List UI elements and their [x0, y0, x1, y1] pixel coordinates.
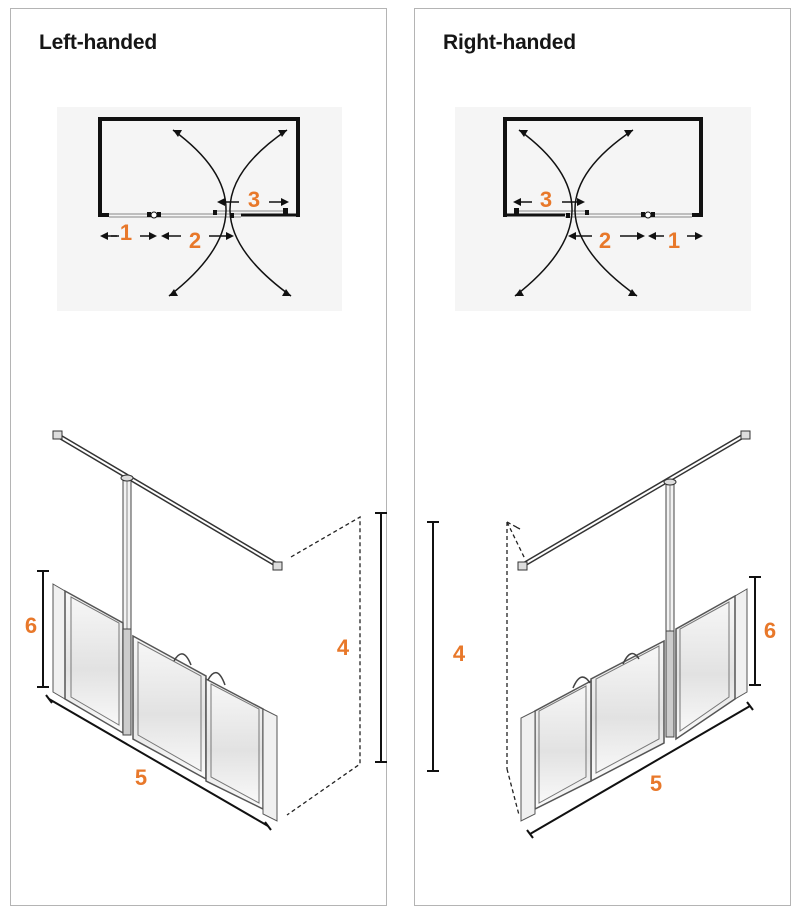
- dimension-label-1: 1: [668, 228, 680, 253]
- dimension-label-6: 6: [25, 613, 37, 638]
- swing-arc-icon: [574, 129, 638, 297]
- dimension-label-2: 2: [189, 228, 201, 253]
- dimension-label-2: 2: [599, 228, 611, 253]
- left-handed-panel: Left-handed: [10, 8, 387, 906]
- panel-title: Left-handed: [39, 31, 157, 54]
- swing-arc-icon: [229, 129, 292, 297]
- dimension-label-4: 4: [337, 635, 350, 660]
- panel-title: Right-handed: [443, 31, 576, 54]
- isometric-view: 4 6 5: [427, 430, 776, 839]
- right-handed-panel: Right-handed: [414, 8, 791, 906]
- dimension-label-3: 3: [248, 187, 260, 212]
- plan-view: 3 2 1: [455, 107, 751, 311]
- dimension-label-3: 3: [540, 187, 552, 212]
- dimension-label-5: 5: [135, 765, 147, 790]
- dimension-label-5: 5: [650, 771, 662, 796]
- swing-arc-icon: [514, 129, 573, 297]
- plan-view: 1 2 3: [57, 107, 342, 311]
- swing-arc-icon: [168, 129, 227, 297]
- double-arrow-icon: [513, 198, 521, 206]
- isometric-view: 4 6 5: [25, 430, 387, 831]
- dimension-label-4: 4: [453, 641, 466, 666]
- right-handed-diagram: 3 2 1: [427, 107, 776, 839]
- dimension-label-6: 6: [764, 618, 776, 643]
- left-handed-diagram: 1 2 3: [25, 107, 387, 831]
- dimension-label-1: 1: [120, 220, 132, 245]
